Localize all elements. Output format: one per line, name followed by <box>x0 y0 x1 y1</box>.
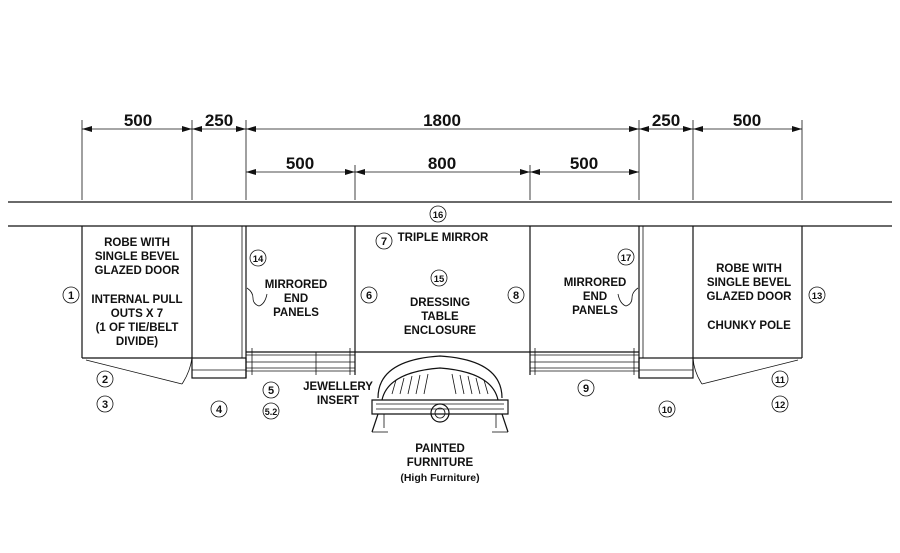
painted-furniture-sketch <box>371 355 509 433</box>
callout-11-text: 11 <box>775 375 786 386</box>
callout-14-text: 14 <box>253 254 264 265</box>
left-robe-line-7: (1 OF TIE/BELT <box>96 322 179 334</box>
right-robe-line-3: GLAZED DOOR <box>707 291 793 303</box>
callout-13-text: 13 <box>812 291 823 302</box>
callout-3: 3 <box>96 395 114 413</box>
callout-9: 9 <box>577 379 595 397</box>
dressing-table-section <box>355 226 531 375</box>
callout-3-text: 3 <box>102 399 108 411</box>
callout-13: 13 <box>808 286 826 304</box>
dressing-line-2: TABLE <box>421 311 459 323</box>
callout-10: 10 <box>658 400 676 418</box>
left-robe-line-1: ROBE WITH <box>104 237 170 249</box>
callout-2-text: 2 <box>102 374 108 386</box>
right-robe <box>692 226 803 385</box>
jewellery-label: JEWELLERY INSERT <box>303 381 373 407</box>
painted-line-1: PAINTED <box>415 443 465 455</box>
right-mirrored-line-2: END <box>583 291 607 303</box>
left-robe-line-6: OUTS X 7 <box>111 308 163 320</box>
dim-500-mid-right: 500 <box>570 154 598 173</box>
left-mirrored-section <box>246 226 356 375</box>
callout-16: 16 <box>429 205 447 223</box>
callout-10-text: 10 <box>662 405 673 416</box>
callout-8: 8 <box>507 286 525 304</box>
bulkhead-band <box>8 201 892 227</box>
dim-250-left: 250 <box>205 111 233 130</box>
triple-mirror-label: TRIPLE MIRROR <box>398 232 489 244</box>
left-robe-label: ROBE WITH SINGLE BEVEL GLAZED DOOR INTER… <box>91 237 182 348</box>
dim-1800: 1800 <box>423 111 461 130</box>
callout-7-text: 7 <box>381 236 387 248</box>
right-robe-label: ROBE WITH SINGLE BEVEL GLAZED DOOR CHUNK… <box>707 263 793 332</box>
callout-12-text: 12 <box>775 400 786 411</box>
callout-8-text: 8 <box>513 290 519 302</box>
left-250-panel <box>191 226 247 379</box>
callout-7: 7 <box>375 232 393 250</box>
callout-5-text: 5 <box>268 385 274 397</box>
callout-16-text: 16 <box>433 210 444 221</box>
left-robe-line-3: GLAZED DOOR <box>95 265 181 277</box>
second-dimension-row: 500 800 500 <box>246 154 639 175</box>
callout-15-text: 15 <box>434 274 445 285</box>
callout-1: 1 <box>62 286 80 304</box>
top-dimension-row: 500 250 1800 250 500 <box>82 111 802 132</box>
callout-5: 5 <box>262 381 280 399</box>
painted-line-2: FURNITURE <box>407 457 474 469</box>
left-robe-line-2: SINGLE BEVEL <box>95 251 179 263</box>
jewellery-line-2: INSERT <box>317 395 359 407</box>
callout-2: 2 <box>96 370 114 388</box>
callout-6: 6 <box>360 286 378 304</box>
left-mirrored-line-2: END <box>284 293 308 305</box>
callout-6-text: 6 <box>366 290 372 302</box>
right-mirrored-line-3: PANELS <box>572 305 618 317</box>
painted-line-3: (High Furniture) <box>400 472 479 484</box>
left-mirrored-line-3: PANELS <box>273 307 319 319</box>
callout-4: 4 <box>210 400 228 418</box>
dim-500-left: 500 <box>124 111 152 130</box>
right-robe-line-1: ROBE WITH <box>716 263 782 275</box>
callouts: 1 2 3 4 5 5.2 6 7 8 9 10 11 12 13 14 15 … <box>62 205 826 420</box>
right-robe-line-5: CHUNKY POLE <box>707 320 791 332</box>
dim-500-right: 500 <box>733 111 761 130</box>
callout-17: 17 <box>617 248 635 266</box>
dim-500-mid-left: 500 <box>286 154 314 173</box>
right-robe-line-2: SINGLE BEVEL <box>707 277 791 289</box>
callout-11: 11 <box>771 370 789 388</box>
dressing-line-3: ENCLOSURE <box>404 325 477 337</box>
callout-9-text: 9 <box>583 383 589 395</box>
right-250-panel <box>638 226 694 379</box>
dim-250-right: 250 <box>652 111 680 130</box>
painted-furniture-label: PAINTED FURNITURE (High Furniture) <box>400 443 479 484</box>
callout-5-2-text: 5.2 <box>265 407 278 417</box>
callout-15: 15 <box>430 269 448 287</box>
jewellery-line-1: JEWELLERY <box>303 381 373 393</box>
callout-1-text: 1 <box>68 290 74 302</box>
callout-17-text: 17 <box>621 253 632 264</box>
callout-5-2: 5.2 <box>262 402 280 420</box>
left-mirrored-label: MIRRORED END PANELS <box>265 279 328 319</box>
dim-800: 800 <box>428 154 456 173</box>
dressing-table-label: DRESSING TABLE ENCLOSURE <box>404 297 477 337</box>
right-mirrored-label: MIRRORED END PANELS <box>564 277 627 317</box>
right-mirrored-section <box>530 226 640 378</box>
left-robe-line-5: INTERNAL PULL <box>91 294 182 306</box>
callout-4-text: 4 <box>216 404 223 416</box>
right-mirrored-line-1: MIRRORED <box>564 277 627 289</box>
left-mirrored-line-1: MIRRORED <box>265 279 328 291</box>
dressing-line-1: DRESSING <box>410 297 470 309</box>
callout-12: 12 <box>771 395 789 413</box>
left-robe-line-8: DIVIDE) <box>116 336 158 348</box>
callout-14: 14 <box>249 249 267 267</box>
extension-lines <box>81 120 803 200</box>
